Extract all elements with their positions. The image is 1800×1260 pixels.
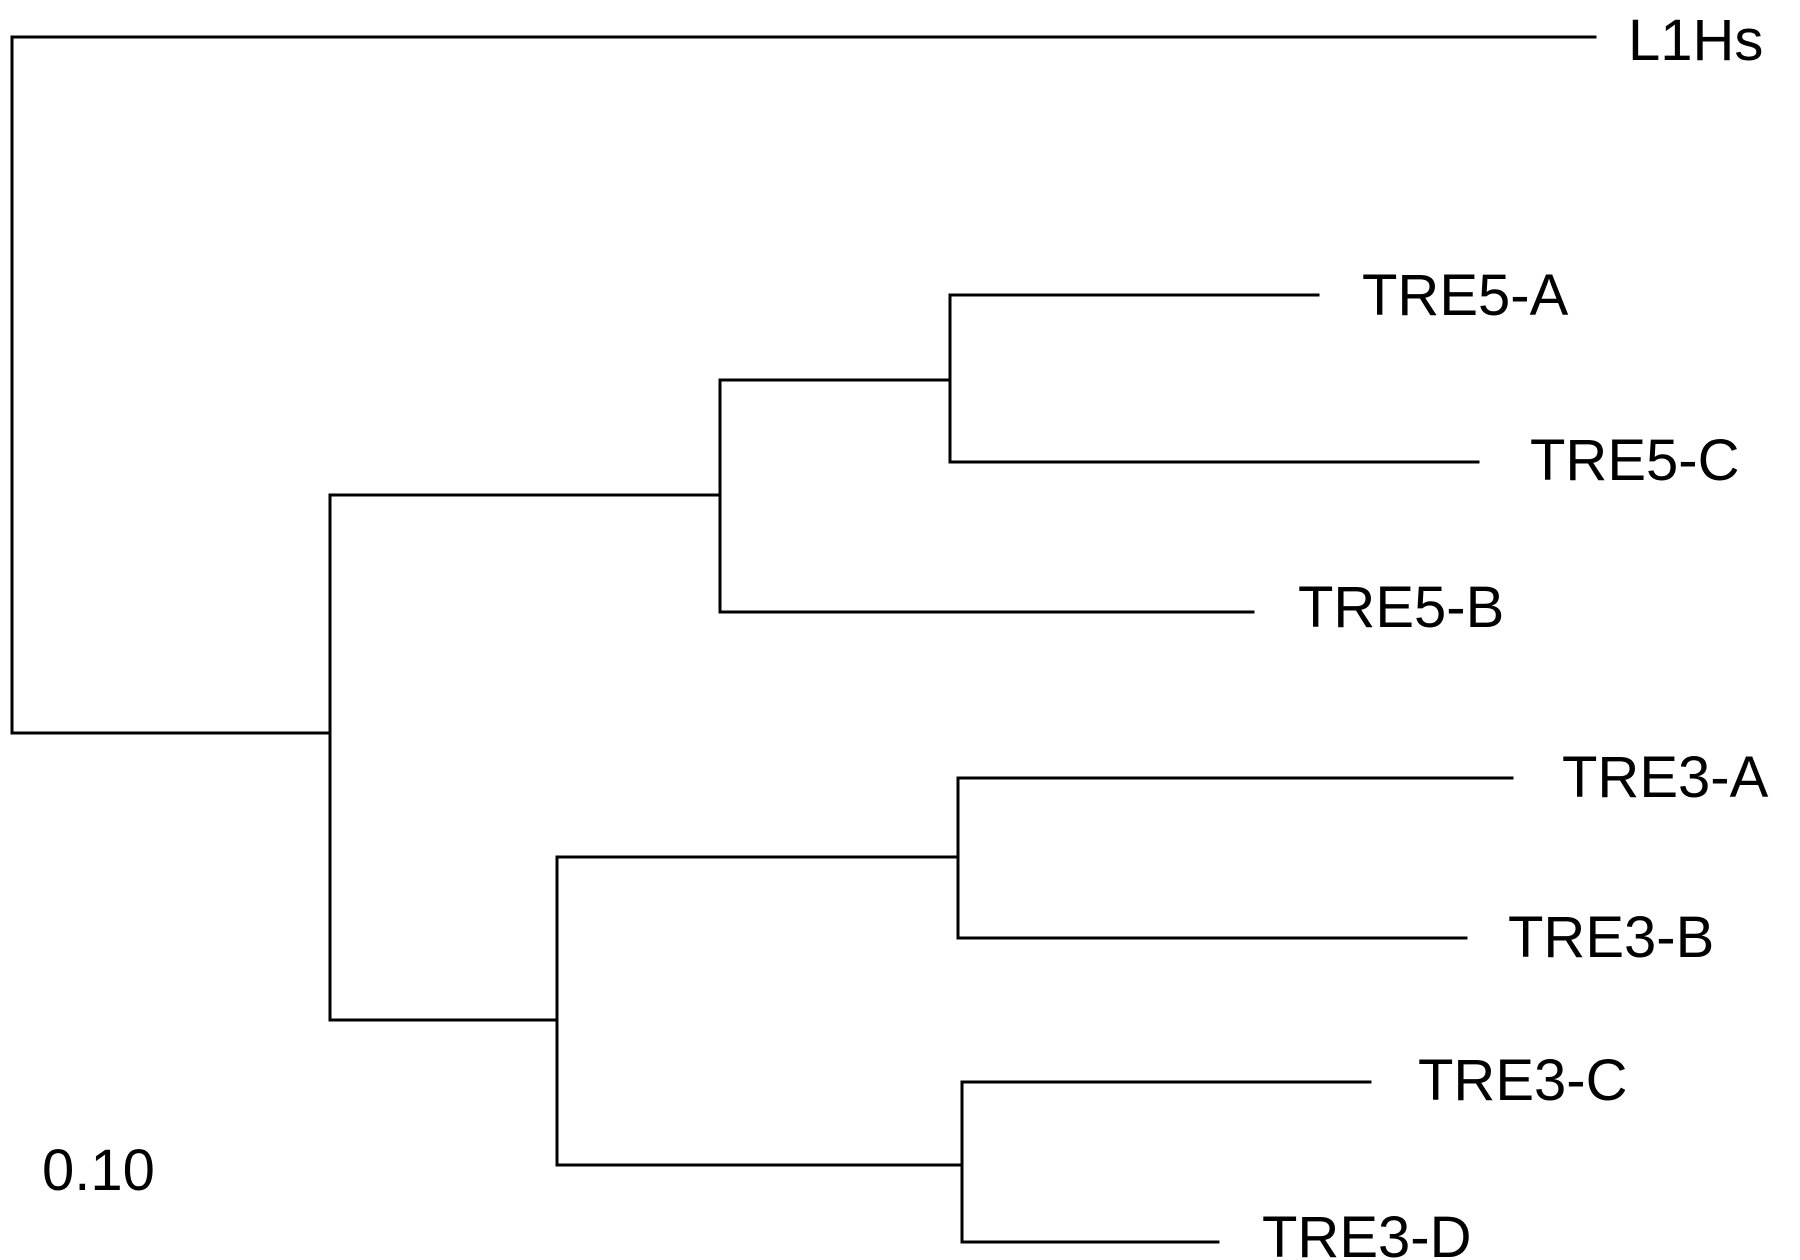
taxon-label-tre5-b: TRE5-B (1298, 575, 1504, 640)
taxon-label-tre3-b: TRE3-B (1508, 905, 1714, 970)
taxon-label-tre3-d: TRE3-D (1262, 1205, 1471, 1260)
taxon-label-l1hs: L1Hs (1628, 8, 1763, 73)
taxon-label-tre5-a: TRE5-A (1362, 263, 1569, 328)
taxon-labels: L1Hs TRE5-A TRE5-C TRE5-B TRE3-A TRE3-B … (1262, 8, 1769, 1260)
taxon-label-tre3-c: TRE3-C (1418, 1048, 1627, 1113)
tree-branches (10, 35, 1597, 1244)
scale-label: 0.10 (42, 1138, 155, 1203)
taxon-label-tre5-c: TRE5-C (1530, 428, 1739, 493)
taxon-label-tre3-a: TRE3-A (1562, 745, 1769, 810)
